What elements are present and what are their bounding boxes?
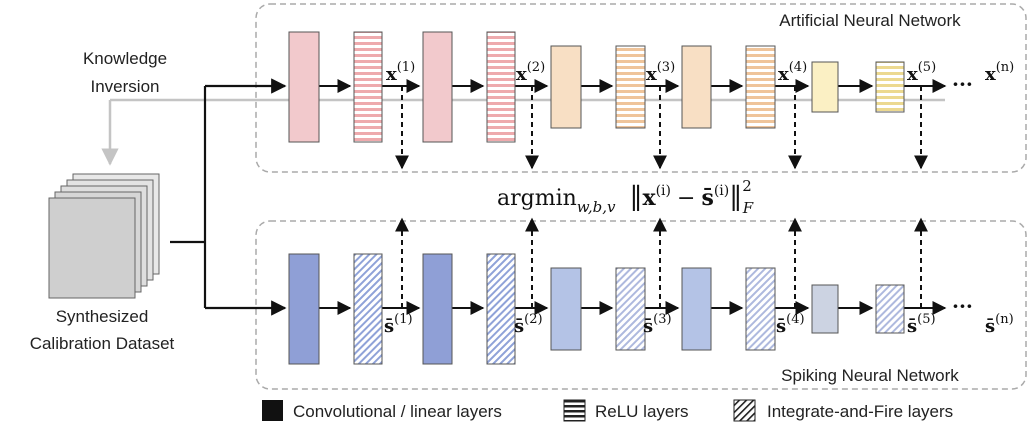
inversion-label-line2: Inversion [91,77,160,96]
ann-conv-layer-4 [681,45,712,129]
snn-activation-label-3: s̄(3) [643,312,672,337]
legend-conv-label: Convolutional / linear layers [293,402,502,421]
legend-relu-label: ReLU layers [595,402,689,421]
snn-container [255,220,1027,390]
legend-relu-swatch [563,399,586,422]
snn-activation-label-2: s̄(2) [514,312,543,337]
snn-output-dashed-arrows [395,217,928,308]
ann-relu-layer-3 [615,45,646,129]
ann-conv-layer-5 [811,61,839,113]
snn-title: Spiking Neural Network [781,366,959,385]
snn-activation-label-n: s̄(n) [985,312,1014,337]
ann-title: Artificial Neural Network [779,11,961,30]
inversion-label-line1: Knowledge [83,49,167,68]
ann-relu-layer-2 [486,31,516,143]
snn-conv-layer-5 [811,284,839,334]
snn-if-layer-4 [745,267,776,351]
legend-if-swatch [733,399,756,422]
dataset-label-line1: Synthesized [56,307,149,326]
legend-conv-swatch [262,400,283,421]
inversion-feedback-arrow [101,98,945,166]
snn-activation-label-1: s̄(1) [384,312,413,337]
ann-activation-label-5: x(5) [907,60,936,85]
ann-activation-label-n: x(n) [985,60,1014,85]
ann-activation-label-1: x(1) [386,60,415,85]
snn-activation-label-5: s̄(5) [907,312,936,337]
ann-conv-layer-1 [288,31,320,143]
snn-conv-layer-1 [288,253,320,365]
ann-activation-label-2: x(2) [516,60,545,85]
ann-ellipsis: ··· [952,72,973,96]
snn-conv-layer-2 [422,253,453,365]
snn-conv-layer-4 [681,267,712,351]
ann-relu-layer-5 [875,61,905,113]
ann-container [255,3,1027,173]
snn-if-layer-3 [615,267,646,351]
ann-relu-layer-1 [353,31,383,143]
legend: Convolutional / linear layers ReLU layer… [262,399,953,422]
ann-conv-layer-2 [422,31,453,143]
ann-output-dashed-arrows [395,86,928,170]
snn-ellipsis: ··· [952,294,973,318]
ann-activation-label-3: x(3) [646,60,675,85]
snn-conv-layer-3 [550,267,582,351]
legend-if-label: Integrate-and-Fire layers [767,402,953,421]
snn-if-layer-1 [353,253,383,365]
snn-if-layer-5 [875,284,905,334]
ann-relu-layer-4 [745,45,776,129]
dataset-label-line2: Calibration Dataset [30,334,175,353]
dataset-stack-icon [48,173,160,299]
snn-if-layer-2 [486,253,516,365]
dataset-input-arrows [170,78,287,316]
snn-activation-label-4: s̄(4) [776,312,805,337]
ann-activation-label-4: x(4) [778,60,807,85]
ann-conv-layer-3 [550,45,582,129]
